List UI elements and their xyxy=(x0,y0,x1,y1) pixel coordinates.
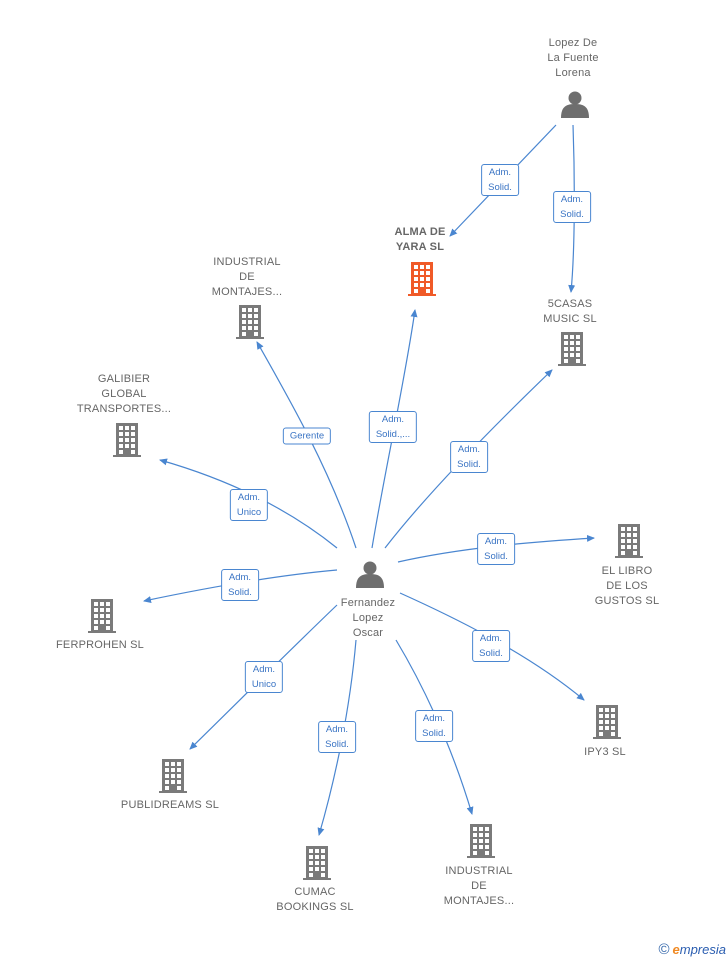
building-icon[interactable] xyxy=(408,262,436,296)
building-icon[interactable] xyxy=(113,423,141,457)
relation-label-fernandez-libro[interactable]: Adm. Solid. xyxy=(477,533,515,565)
relation-label-fernandez-publidreams[interactable]: Adm. Unico xyxy=(244,661,284,693)
node-label-alma[interactable]: ALMA DE YARA SL xyxy=(394,226,446,253)
building-icon[interactable] xyxy=(303,846,331,880)
copyright-icon: © xyxy=(658,941,670,958)
building-icon[interactable] xyxy=(159,759,187,793)
building-icon[interactable] xyxy=(558,332,586,366)
relation-label-fernandez-alma[interactable]: Adm. Solid.,... xyxy=(368,411,418,443)
node-label-lopez[interactable]: Lopez De La Fuente Lorena xyxy=(547,37,599,79)
building-icon[interactable] xyxy=(593,705,621,739)
node-label-ipy3[interactable]: IPY3 SL xyxy=(584,746,626,758)
node-label-libro[interactable]: EL LIBRO DE LOS GUSTOS SL xyxy=(594,565,660,607)
node-label-ferprohen[interactable]: FERPROHEN SL xyxy=(56,639,144,651)
relation-label-fernandez-industrial1[interactable]: Gerente xyxy=(282,427,332,445)
node-label-fernandez[interactable]: Fernandez Lopez Oscar xyxy=(340,597,396,639)
building-icon[interactable] xyxy=(236,305,264,339)
empresia-watermark: ©empresia xyxy=(658,941,726,958)
node-label-cincocasas[interactable]: 5CASAS MUSIC SL xyxy=(543,298,597,325)
node-label-industrial2[interactable]: INDUSTRIAL DE MONTAJES... xyxy=(443,865,515,907)
brand-initial: e xyxy=(672,942,680,957)
relation-label-fernandez-ferprohen[interactable]: Adm. Solid. xyxy=(221,569,259,601)
edge-fernandez-industrial1 xyxy=(256,341,357,549)
relation-label-fernandez-industrial2[interactable]: Adm. Solid. xyxy=(415,710,453,742)
relation-label-fernandez-cumac[interactable]: Adm. Solid. xyxy=(318,721,356,753)
relation-label-fernandez-cincocasas[interactable]: Adm. Solid. xyxy=(450,441,488,473)
relation-label-lopez-alma[interactable]: Adm. Solid. xyxy=(481,164,519,196)
person-icon[interactable] xyxy=(356,561,384,589)
node-label-publidreams[interactable]: PUBLIDREAMS SL xyxy=(120,799,220,811)
relation-label-fernandez-galibier[interactable]: Adm. Unico xyxy=(229,489,269,521)
person-icon[interactable] xyxy=(561,91,589,119)
relation-label-fernandez-ipy3[interactable]: Adm. Solid. xyxy=(472,630,510,662)
relation-label-lopez-cincocasas[interactable]: Adm. Solid. xyxy=(553,191,591,223)
node-label-industrial1[interactable]: INDUSTRIAL DE MONTAJES... xyxy=(211,256,283,298)
node-label-galibier[interactable]: GALIBIER GLOBAL TRANSPORTES... xyxy=(76,373,172,415)
building-icon[interactable] xyxy=(467,824,495,858)
building-icon[interactable] xyxy=(615,524,643,558)
brand-name: mpresia xyxy=(679,942,726,957)
node-label-cumac[interactable]: CUMAC BOOKINGS SL xyxy=(276,886,354,913)
building-icon[interactable] xyxy=(88,599,116,633)
